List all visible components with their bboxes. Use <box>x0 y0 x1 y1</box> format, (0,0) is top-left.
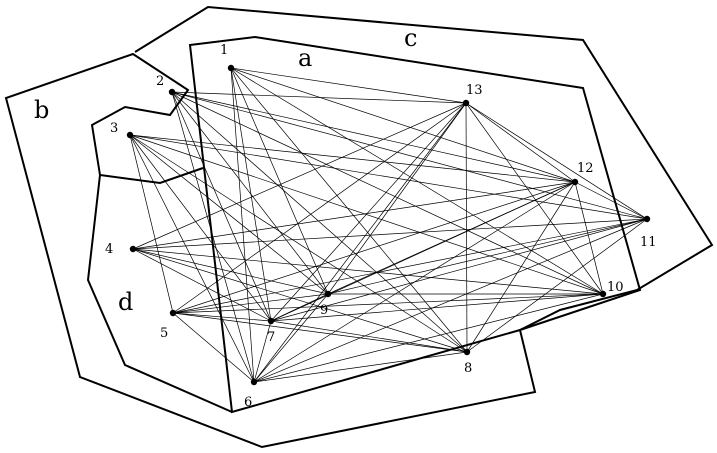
edge-2-8 <box>171 91 468 353</box>
edge-5-11 <box>172 218 648 314</box>
edge-2-13 <box>171 91 467 104</box>
edge-6-11 <box>253 218 648 383</box>
region-boundaries <box>4 5 714 449</box>
edge-5-12 <box>172 181 576 314</box>
edge-4-8 <box>132 248 468 353</box>
region-label-a: a <box>298 44 312 72</box>
node-label-6: 6 <box>244 395 252 410</box>
edge-4-11 <box>132 218 648 250</box>
node-label-13: 13 <box>466 83 483 98</box>
edge-7-9 <box>270 293 329 322</box>
node-label-7: 7 <box>267 330 275 345</box>
edge-7-8 <box>270 320 468 353</box>
edge-8-11 <box>466 218 648 353</box>
node-label-3: 3 <box>110 121 118 136</box>
edge-3-9 <box>129 134 329 295</box>
edge-2-10 <box>171 91 604 295</box>
edge-2-11 <box>171 91 648 220</box>
edge-10-12 <box>574 181 604 295</box>
edge-2-12 <box>171 91 576 183</box>
region-label-b: b <box>34 96 49 124</box>
edge-5-8 <box>172 312 468 353</box>
edge-6-10 <box>253 293 604 383</box>
region-label-c: c <box>404 24 417 52</box>
node-label-10: 10 <box>607 280 624 295</box>
node-label-11: 11 <box>640 235 657 250</box>
node-6 <box>250 378 258 386</box>
boundary-region-c <box>4 5 714 449</box>
edge-6-7 <box>253 320 272 383</box>
boundary-region-a <box>188 35 642 414</box>
edge-5-6 <box>172 312 255 383</box>
edge-9-12 <box>327 181 576 295</box>
edge-4-10 <box>132 248 604 295</box>
edge-6-8 <box>253 351 468 383</box>
edge-8-12 <box>466 181 576 353</box>
edge-5-7 <box>172 312 272 322</box>
node-label-8: 8 <box>464 361 472 376</box>
node-12 <box>571 178 579 186</box>
node-10 <box>599 290 607 298</box>
node-label-12: 12 <box>577 161 594 176</box>
node-1 <box>227 64 235 72</box>
node-2 <box>168 88 176 96</box>
node-label-5: 5 <box>160 326 168 341</box>
region-labels: a b c d <box>34 24 417 316</box>
edge-4-12 <box>132 181 576 250</box>
edge-5-13 <box>172 102 467 314</box>
node-3 <box>126 131 134 139</box>
edge-3-8 <box>129 134 468 353</box>
node-4 <box>129 245 137 253</box>
edge-1-12 <box>230 67 576 183</box>
node-label-9: 9 <box>320 303 328 318</box>
edge-group <box>129 67 648 383</box>
node-9 <box>324 290 332 298</box>
edge-5-10 <box>172 293 604 314</box>
edge-11-12 <box>574 181 648 220</box>
edge-2-7 <box>171 91 272 322</box>
edge-3-11 <box>129 134 648 220</box>
edge-6-13 <box>253 102 467 383</box>
edge-2-9 <box>171 91 329 295</box>
edge-1-9 <box>230 67 329 295</box>
edge-3-6 <box>129 134 255 383</box>
edge-11-13 <box>465 102 648 220</box>
node-label-4: 4 <box>105 242 113 257</box>
node-group <box>126 64 651 386</box>
edge-5-9 <box>172 293 329 314</box>
edge-3-12 <box>129 134 576 183</box>
edge-9-13 <box>327 102 467 295</box>
edge-4-13 <box>132 102 467 250</box>
edge-9-11 <box>327 218 648 295</box>
boundary-region-d <box>86 174 233 413</box>
edge-7-13 <box>270 102 467 322</box>
node-13 <box>462 99 470 107</box>
node-7 <box>267 317 275 325</box>
edge-4-7 <box>132 248 272 322</box>
node-8 <box>463 348 471 356</box>
edge-3-5 <box>129 134 174 314</box>
edge-8-13 <box>465 102 468 353</box>
region-label-d: d <box>118 288 133 316</box>
edge-3-7 <box>129 134 272 322</box>
edge-1-10 <box>230 67 604 295</box>
node-label-2: 2 <box>156 74 164 89</box>
edge-10-13 <box>465 102 604 295</box>
edge-1-13 <box>230 67 467 104</box>
edge-7-10 <box>270 293 604 322</box>
edge-12-13 <box>465 102 576 183</box>
node-label-1: 1 <box>220 43 228 58</box>
node-5 <box>169 309 177 317</box>
edge-1-8 <box>230 67 468 353</box>
node-11 <box>643 215 651 223</box>
edge-7-11 <box>270 218 648 322</box>
